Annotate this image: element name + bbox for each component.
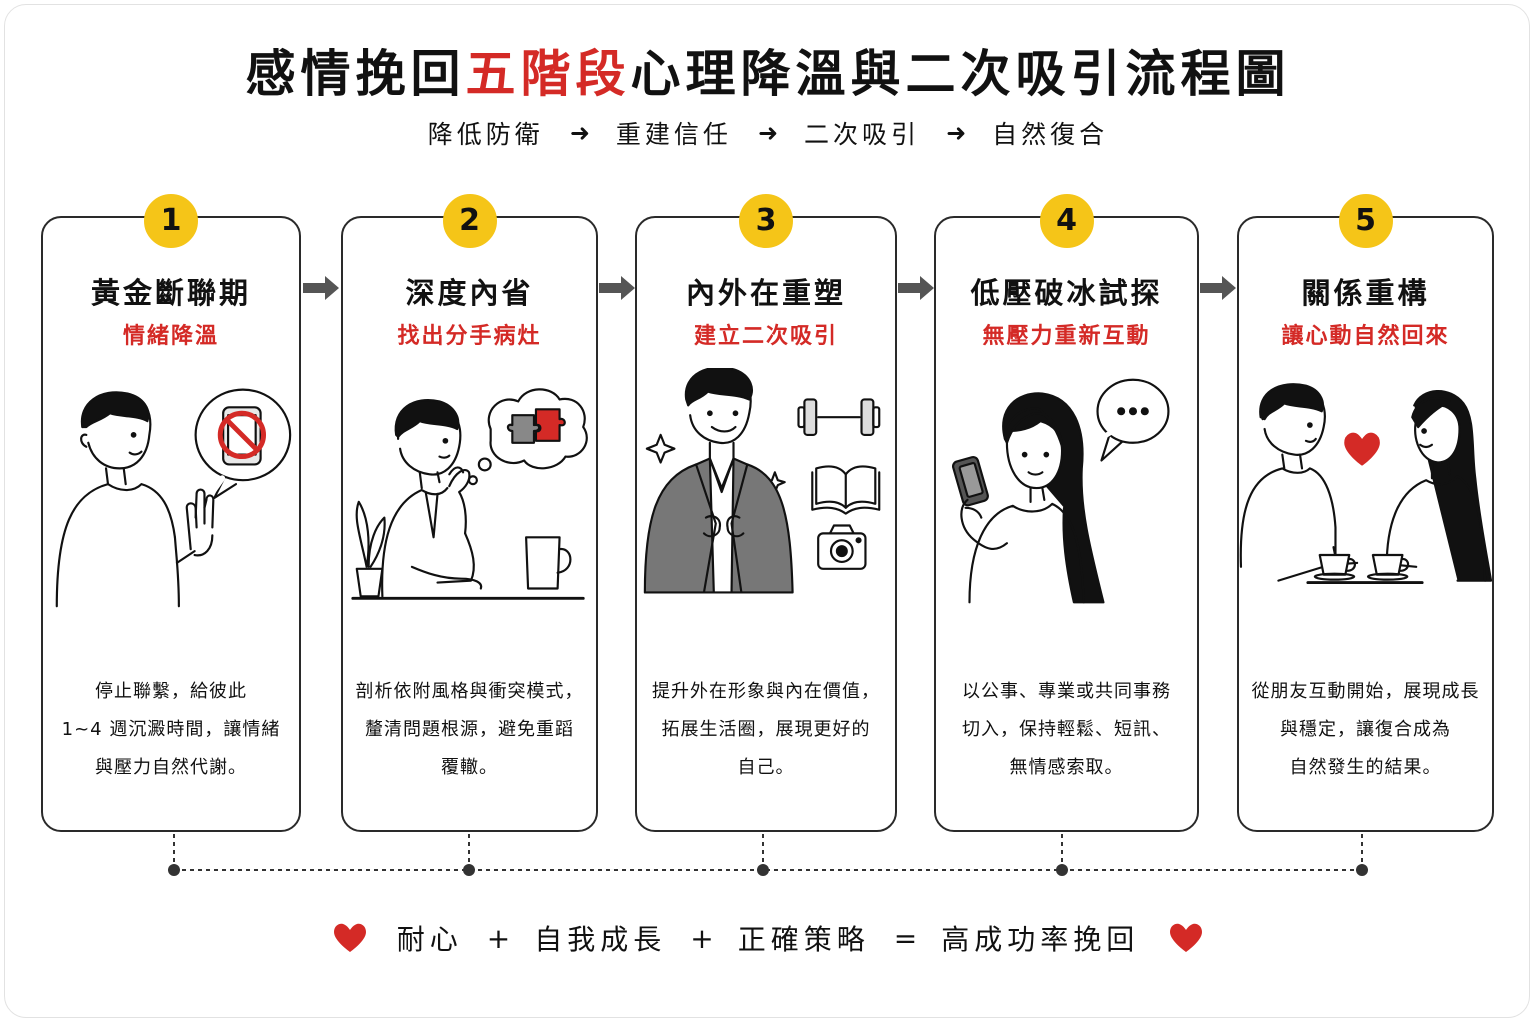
illustration-introspection — [351, 388, 588, 600]
timeline-dot — [168, 864, 180, 876]
confident-person-icon — [643, 368, 794, 594]
desc-line: 剖析依附風格與衝突模式， — [355, 681, 584, 702]
illustration-self-improvement — [643, 368, 881, 594]
formula-term-strategy: 正確策略 — [737, 923, 870, 956]
flow-arrow-icon: ➜ — [946, 119, 967, 147]
stage-card-4: 4 低壓破冰試探 無壓力重新互動 — [934, 194, 1199, 832]
couple-coffee-icon — [1239, 383, 1492, 585]
desc-line: 1~4 週沉澱時間，讓情緒 — [61, 719, 281, 740]
stage-title: 黃金斷聯期 — [90, 276, 251, 310]
flow-summary: 降低防衛 ➜ 重建信任 ➜ 二次吸引 ➜ 自然復合 — [0, 115, 1536, 151]
heart-icon — [1170, 923, 1203, 952]
stage-description: 提升外在形象與內在價值， 拓展生活圈，展現更好的 自己。 — [637, 673, 895, 787]
formula-plus: + — [486, 921, 511, 955]
coffee-mug-icon — [525, 536, 572, 590]
flow-step-3: 二次吸引 — [804, 120, 921, 149]
flow-step-4: 自然復合 — [992, 120, 1109, 149]
desc-line: 以公事、專業或共同事務 — [962, 681, 1171, 702]
flow-arrow-icon: ➜ — [569, 119, 590, 147]
no-phone-icon — [194, 388, 292, 500]
thinking-person-icon — [381, 399, 483, 598]
desc-line: 切入，保持輕鬆、短訊、 — [962, 719, 1171, 740]
desc-line: 與穩定，讓復合成為 — [1280, 719, 1451, 740]
stage-description: 以公事、專業或共同事務 切入，保持輕鬆、短訊、 無情感索取。 — [936, 673, 1197, 787]
title-part-1: 感情挽回 — [245, 45, 466, 103]
puzzle-thought-icon — [467, 388, 588, 486]
desc-line: 無情感索取。 — [1009, 757, 1124, 778]
sparkle-icon — [645, 433, 676, 464]
desc-line: 停止聯繫，給彼此 — [95, 681, 247, 702]
stage-card-3: 3 內外在重塑 建立二次吸引 — [635, 194, 897, 832]
heart-icon — [333, 923, 366, 952]
arrow-right-icon — [303, 276, 339, 300]
flow-arrow-icon: ➜ — [757, 119, 779, 147]
page-frame — [4, 4, 1530, 1018]
flow-step-1: 降低防衛 — [427, 120, 544, 149]
title-part-2: 心理降溫與二次吸引流程圖 — [630, 45, 1291, 103]
formula-equals: = — [893, 921, 918, 955]
stage-number-badge: 2 — [442, 194, 497, 248]
desc-line: 釐清問題根源，避免重蹈 — [365, 719, 574, 740]
stage-subtitle: 讓心動自然回來 — [1281, 324, 1450, 349]
heart-icon — [1344, 432, 1380, 466]
formula-term-result: 高成功率挽回 — [941, 923, 1140, 956]
stage-card-1: 1 黃金斷聯期 情緒降溫 — [41, 194, 301, 832]
arrow-right-icon — [1200, 276, 1236, 300]
stage-card-5: 5 關係重構 讓心動自然回來 — [1237, 194, 1494, 832]
illustration-low-pressure-contact — [952, 378, 1170, 604]
page-title: 感情挽回五階段心理降溫與二次吸引流程圖 — [0, 34, 1536, 106]
arrow-right-icon — [898, 276, 934, 300]
stage-number-badge: 4 — [1039, 194, 1094, 248]
stage-title: 內外在重塑 — [685, 276, 846, 310]
camera-icon — [817, 524, 867, 570]
stage-number-badge: 3 — [739, 194, 793, 248]
success-formula: 耐心 + 自我成長 + 正確策略 = 高成功率挽回 — [0, 918, 1536, 958]
desc-line: 提升外在形象與內在價值， — [652, 681, 880, 702]
stage-subtitle: 找出分手病灶 — [397, 324, 542, 349]
stage-number-badge: 5 — [1338, 194, 1393, 248]
timeline-dot — [757, 864, 769, 876]
plant-icon — [355, 500, 386, 598]
person-stop-hand-icon — [55, 391, 215, 608]
flow-step-2: 重建信任 — [615, 120, 732, 149]
illustration-no-contact — [55, 388, 292, 608]
title-highlight: 五階段 — [465, 45, 631, 103]
arrow-right-icon — [599, 276, 635, 300]
stage-description: 剖析依附風格與衝突模式， 釐清問題根源，避免重蹈 覆轍。 — [343, 673, 596, 787]
chat-bubble-icon — [1096, 378, 1170, 462]
stage-title: 關係重構 — [1301, 276, 1430, 310]
stage-description: 停止聯繫，給彼此 1~4 週沉澱時間，讓情緒 與壓力自然代謝。 — [43, 673, 299, 787]
formula-term-patience: 耐心 — [396, 923, 463, 956]
stage-subtitle: 建立二次吸引 — [693, 324, 838, 349]
stage-description: 從朋友互動開始，展現成長 與穩定，讓復合成為 自然發生的結果。 — [1239, 673, 1492, 787]
timeline-dot — [1356, 864, 1368, 876]
stage-card-2: 2 深度內省 找出分手病灶 — [341, 194, 598, 832]
desc-line: 自然發生的結果。 — [1289, 757, 1442, 778]
desc-line: 從朋友互動開始，展現成長 — [1251, 681, 1480, 702]
stage-subtitle: 情緒降溫 — [122, 324, 219, 349]
illustration-relationship-rebuild — [1239, 383, 1492, 585]
desc-line: 拓展生活圈，展現更好的 — [661, 719, 871, 740]
stage-subtitle: 無壓力重新互動 — [982, 324, 1151, 349]
dumbbell-icon — [797, 398, 881, 436]
timeline-dot — [1056, 864, 1068, 876]
timeline-dot — [463, 864, 475, 876]
woman-phone-icon — [952, 392, 1105, 604]
stage-title: 深度內省 — [405, 276, 534, 310]
desc-line: 自己。 — [737, 757, 795, 778]
book-icon — [811, 465, 881, 515]
desc-line: 與壓力自然代謝。 — [95, 757, 247, 778]
desc-line: 覆轍。 — [441, 757, 498, 778]
formula-term-growth: 自我成長 — [534, 923, 667, 956]
stage-timeline — [168, 834, 1368, 876]
stage-title: 低壓破冰試探 — [970, 276, 1163, 310]
formula-plus: + — [690, 921, 714, 955]
stage-number-badge: 1 — [144, 194, 198, 248]
